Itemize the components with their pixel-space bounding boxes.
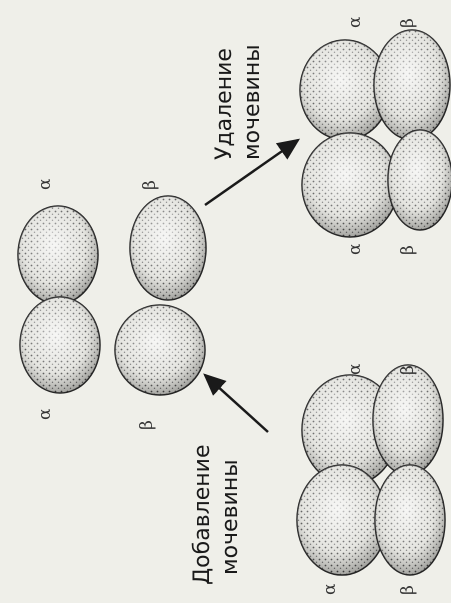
alpha-label: α [35,409,55,420]
alpha-label: α [345,244,365,255]
tetramer-bottom [297,365,445,575]
beta-label: β [398,18,418,28]
remove-urea-label-line2: мочевины [240,44,266,160]
arrow-icon [205,375,268,432]
dimer-alpha-top [18,206,100,393]
alpha-label: α [35,179,55,190]
remove-urea-label-line1: Удаление [212,48,238,160]
dimer-beta-top [115,196,206,395]
beta-label: β [137,420,157,430]
alpha-label: α [345,364,365,375]
beta-label: β [398,585,418,595]
beta-label: β [398,245,418,255]
add-urea-label-line2: мочевины [218,459,244,575]
beta-label: β [398,365,418,375]
tetramer-top [300,30,451,237]
beta-label: β [140,180,160,190]
alpha-label: α [320,584,340,595]
add-urea-label-line1: Добавление [190,445,216,585]
alpha-label: α [345,17,365,28]
